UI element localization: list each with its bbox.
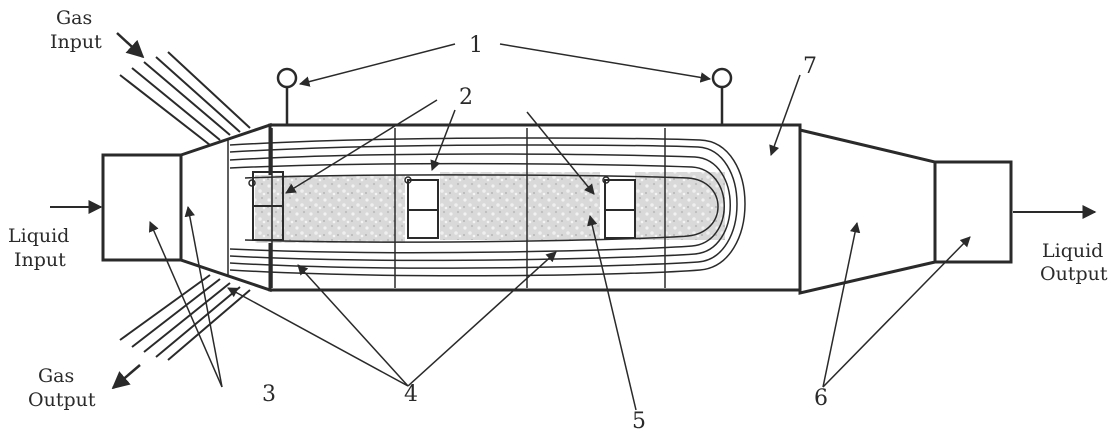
packing-zone-3 (635, 172, 725, 240)
gas-input-fiber-bundle (119, 51, 251, 146)
gas-input-label-line1: Gas (56, 7, 92, 29)
liquid-output-label-line1: Liquid (1042, 240, 1103, 262)
callout-5: 5 (632, 409, 646, 431)
hollow-fiber-loops (229, 137, 746, 277)
leader-lines (148, 43, 971, 411)
packing-zone-2 (440, 172, 600, 240)
callout-4: 4 (404, 382, 418, 407)
callout-7: 7 (803, 54, 817, 79)
callout-2: 2 (459, 85, 473, 110)
callout-1: 1 (469, 33, 483, 58)
packing-zone-1 (255, 175, 405, 243)
gas-output-arrow (111, 364, 141, 390)
liquid-input-label-line2: Input (14, 249, 66, 271)
liquid-outlet-box (933, 160, 1013, 264)
gas-output-label-line1: Gas (38, 365, 74, 387)
callout-6: 6 (814, 386, 828, 411)
liquid-inlet-box (101, 153, 183, 262)
outlet-cone (798, 128, 937, 295)
gas-input-label-line2: Input (50, 31, 102, 53)
liquid-output-label-line2: Output (1040, 263, 1108, 285)
pressure-gauge-right (711, 67, 733, 125)
sampling-port-1 (248, 171, 284, 241)
callout-3: 3 (262, 382, 276, 407)
gas-output-fiber-bundle (119, 274, 251, 361)
gas-input-arrow (116, 32, 145, 59)
gas-output-label-line2: Output (28, 389, 96, 411)
pressure-gauge-left (276, 67, 298, 125)
baffles (271, 128, 666, 288)
sampling-port-2 (404, 176, 439, 239)
liquid-input-label-line1: Liquid (8, 225, 69, 247)
sampling-port-3 (602, 176, 636, 239)
